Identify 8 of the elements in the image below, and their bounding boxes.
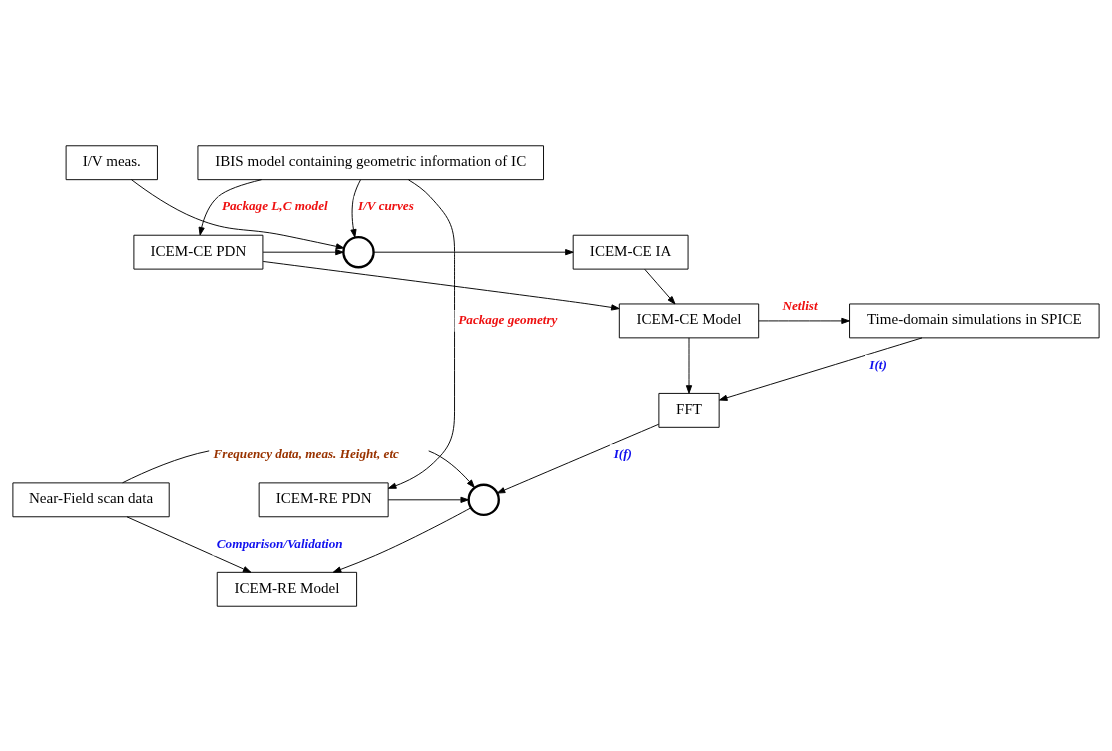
edge-label: Netlist: [782, 297, 818, 313]
edge-label: I(t): [869, 356, 887, 372]
edge-label: Package L,C model: [221, 197, 328, 213]
edge-label: I(f): [613, 445, 632, 461]
edge-label: Frequency data, meas. Height, etc: [213, 445, 399, 461]
edge-label: I/V curves: [358, 197, 414, 213]
edge-label: Package geometry: [458, 311, 558, 327]
edge-label: Comparison/Validation: [216, 535, 343, 551]
